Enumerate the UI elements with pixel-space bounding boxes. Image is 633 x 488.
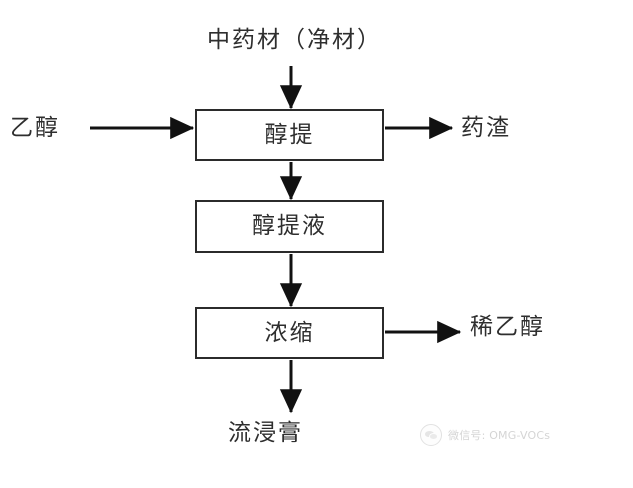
- output-label-residue: 药渣: [461, 115, 511, 141]
- process-box-label: 醇提液: [252, 213, 327, 239]
- process-box-label: 浓缩: [264, 319, 315, 346]
- watermark: 微信号: OMG-VOCs: [420, 424, 550, 446]
- process-box-label: 醇提: [264, 121, 315, 148]
- wechat-circle-icon: [420, 424, 442, 446]
- input-label-raw-material: 中药材（净材）: [207, 27, 382, 53]
- process-box-concentration: 浓缩: [195, 307, 384, 359]
- output-label-dilute-ethanol: 稀乙醇: [470, 314, 545, 340]
- process-box-alcohol-extraction: 醇提: [195, 109, 384, 161]
- output-label-fluid-extract: 流浸膏: [228, 420, 303, 446]
- watermark-text: 微信号: OMG-VOCs: [448, 429, 551, 442]
- input-label-ethanol: 乙醇: [10, 115, 60, 141]
- process-box-extract-liquid: 醇提液: [195, 200, 384, 253]
